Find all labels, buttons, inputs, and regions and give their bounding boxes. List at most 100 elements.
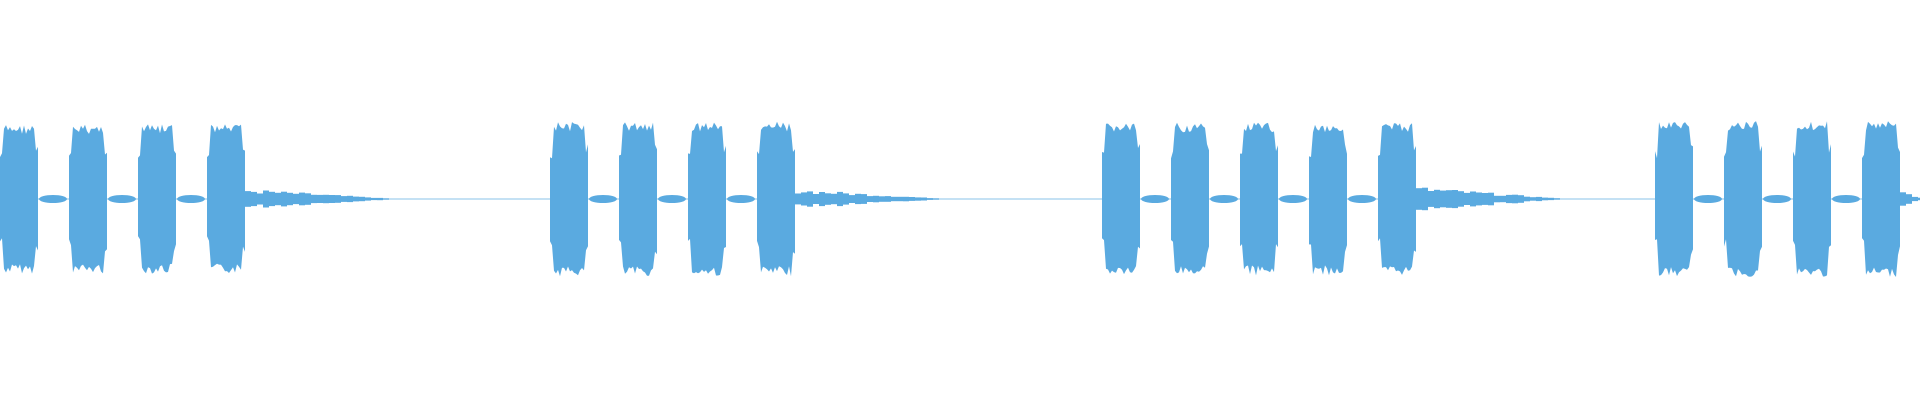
waveform-tail-segment	[1918, 197, 1920, 201]
waveform-tail-segment	[245, 191, 251, 207]
waveform-tail-segment	[341, 196, 347, 202]
waveform-tail-segment	[837, 191, 843, 207]
waveform-tail-segment	[909, 197, 915, 201]
waveform-tail-segment	[1530, 197, 1536, 201]
waveform-tail-segment	[359, 196, 365, 202]
waveform-burst	[1793, 121, 1831, 277]
waveform-connector	[658, 195, 686, 203]
waveform-tail-segment	[801, 192, 807, 206]
waveform-tail-segment	[1446, 190, 1452, 208]
waveform-connector	[1763, 195, 1791, 203]
waveform-tail-segment	[365, 197, 371, 201]
waveform-burst	[1240, 122, 1278, 276]
waveform-tail-segment	[1524, 196, 1530, 202]
waveform-burst	[207, 124, 245, 274]
waveform-tail-segment	[317, 194, 323, 203]
waveform-connector	[108, 195, 136, 203]
waveform-burst	[619, 122, 657, 276]
waveform-tail-segment	[1518, 195, 1524, 203]
waveform-tail-segment	[927, 198, 933, 200]
waveform-tail-segment	[251, 191, 257, 207]
waveform-connector	[1348, 195, 1376, 203]
waveform-tail-segment	[353, 196, 359, 202]
waveform-tail-segment	[861, 194, 867, 204]
waveform-tail-segment	[915, 197, 921, 201]
waveform-bursts	[0, 121, 1920, 277]
waveform-tail-segment	[885, 196, 891, 202]
waveform-tail-segment	[311, 194, 317, 204]
waveform-burst	[1862, 121, 1900, 277]
waveform-connector	[1141, 195, 1169, 203]
waveform-tail-segment	[1458, 191, 1464, 207]
waveform-burst	[757, 121, 795, 277]
waveform-tail-segment	[1494, 195, 1500, 203]
waveform-tail-segment	[347, 195, 353, 203]
waveform-tail-segment	[1488, 192, 1494, 206]
waveform-tail-segment	[1554, 198, 1560, 200]
waveform-burst	[138, 124, 176, 274]
waveform-tail-segment	[1440, 190, 1446, 208]
waveform-tail-segment	[1506, 194, 1512, 204]
waveform-tail-segment	[1464, 192, 1470, 205]
waveform-tail-segment	[807, 191, 813, 207]
waveform-tail-segment	[903, 196, 909, 202]
waveform-tail-segment	[795, 193, 801, 205]
waveform-tail-segment	[1900, 192, 1906, 206]
waveform-tail-segment	[921, 197, 927, 201]
waveform-tail-segment	[1500, 195, 1506, 203]
waveform-tail-segment	[1512, 194, 1518, 204]
waveform-tail-segment	[933, 198, 939, 200]
waveform-tail-segment	[383, 198, 389, 200]
waveform-tail-segment	[1476, 192, 1482, 206]
waveform-tail-segment	[813, 194, 819, 204]
waveform-tail-segment	[263, 190, 269, 208]
waveform-tail-segment	[867, 196, 873, 202]
waveform-tail-segment	[287, 192, 293, 206]
waveform-burst	[1102, 123, 1140, 275]
waveform-connector	[177, 195, 205, 203]
waveform-tail-segment	[891, 196, 897, 202]
waveform-connector	[1279, 195, 1307, 203]
waveform-tail-segment	[1542, 197, 1548, 201]
waveform-tail-segment	[873, 195, 879, 203]
waveform-tail-segment	[879, 196, 885, 202]
waveform-burst	[1171, 122, 1209, 274]
waveform-tail-segment	[275, 192, 281, 206]
waveform-tail-segment	[855, 193, 861, 205]
waveform-tail-segment	[1428, 191, 1434, 207]
waveform-tail-segment	[323, 194, 329, 204]
waveform-tail-segment	[1548, 197, 1554, 201]
waveform-burst	[688, 122, 726, 276]
waveform-connector	[727, 195, 755, 203]
waveform-tail-segment	[1452, 190, 1458, 209]
waveform-tail-segment	[1470, 191, 1476, 207]
waveform-tail-segment	[1906, 194, 1912, 204]
waveform-tail-segment	[329, 195, 335, 203]
waveform-tail-segment	[299, 192, 305, 206]
waveform-tail-segment	[1416, 188, 1422, 210]
waveform-tail-segment	[257, 193, 263, 205]
waveform-tail-segment	[269, 191, 275, 207]
waveform-burst	[0, 125, 38, 274]
waveform-tail-segment	[335, 195, 341, 203]
waveform-tail-segment	[819, 192, 825, 207]
waveform-tail-segment	[897, 196, 903, 202]
waveform-burst	[69, 124, 107, 274]
waveform-tail-segment	[825, 193, 831, 205]
waveform-tail-segment	[1434, 189, 1440, 209]
waveform-burst	[1655, 122, 1693, 277]
waveform-tail-segment	[831, 193, 837, 205]
waveform-tail-segment	[1912, 196, 1918, 202]
waveform-burst	[550, 122, 588, 277]
waveform-connector	[1832, 195, 1860, 203]
waveform-tail-segment	[843, 193, 849, 205]
waveform-tail-segment	[281, 191, 287, 207]
waveform-burst	[1309, 124, 1347, 276]
waveform-tail-segment	[305, 193, 311, 205]
waveform-connector	[1210, 195, 1238, 203]
waveform-burst	[1378, 123, 1416, 275]
waveform-tail-segment	[371, 197, 377, 201]
waveform-tail-segment	[849, 195, 855, 203]
